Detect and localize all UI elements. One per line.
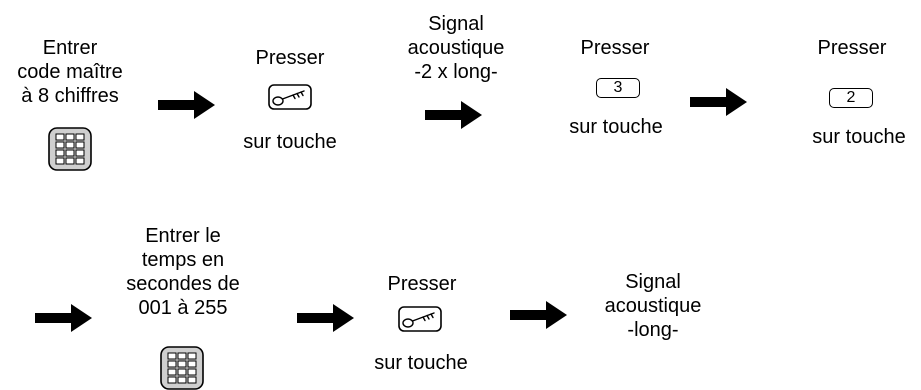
keypad-icon	[160, 346, 204, 390]
signal-acoustic-long-label: Signal acoustique -long-	[604, 271, 702, 341]
key-icon	[268, 84, 312, 110]
press-label: Presser	[817, 37, 887, 59]
press-label: Presser	[387, 273, 457, 295]
press-label: Presser	[580, 37, 650, 59]
on-key-label: sur touche	[243, 131, 337, 153]
arrow-right-icon	[690, 88, 747, 116]
step-enter-master-code-label: Entrer code maître à 8 chiffres	[17, 37, 123, 107]
keypad-icon	[48, 127, 92, 171]
key-3-button: 3	[596, 78, 640, 98]
on-key-label: sur touche	[569, 116, 663, 138]
arrow-right-icon	[510, 301, 567, 329]
arrow-right-icon	[35, 304, 92, 332]
on-key-label: sur touche	[812, 126, 906, 148]
arrow-right-icon	[297, 304, 354, 332]
on-key-label: sur touche	[374, 352, 468, 374]
press-label: Presser	[255, 47, 325, 69]
key-icon	[398, 306, 442, 332]
arrow-right-icon	[158, 91, 215, 119]
key-2-button: 2	[829, 88, 873, 108]
signal-acoustic-long-x2-label: Signal acoustique -2 x long-	[407, 13, 505, 83]
step-enter-time-label: Entrer le temps en secondes de 001 à 255	[126, 225, 240, 319]
arrow-right-icon	[425, 101, 482, 129]
